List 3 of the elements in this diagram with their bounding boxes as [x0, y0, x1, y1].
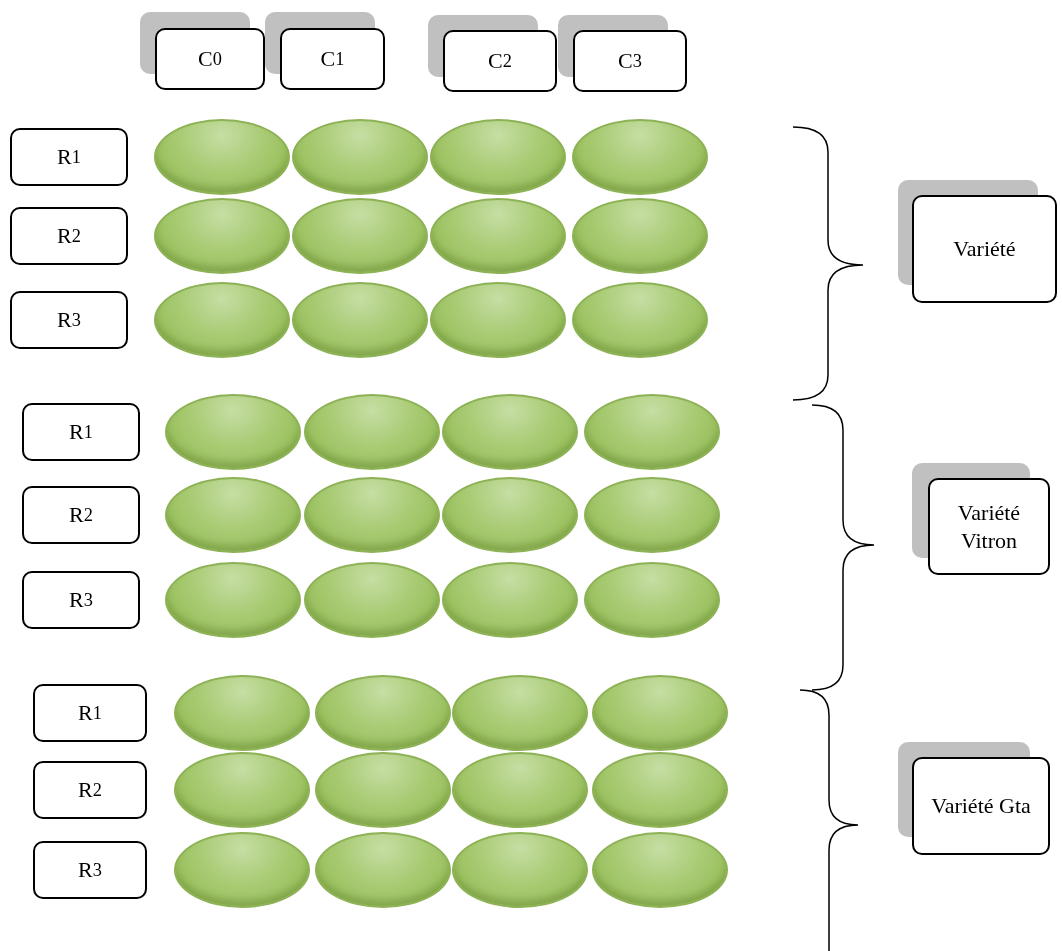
variety-label-box: Variété Gta — [912, 757, 1050, 855]
variety-label-box: Variété Vitron — [928, 478, 1050, 575]
variety-label-box: Variété — [912, 195, 1057, 303]
